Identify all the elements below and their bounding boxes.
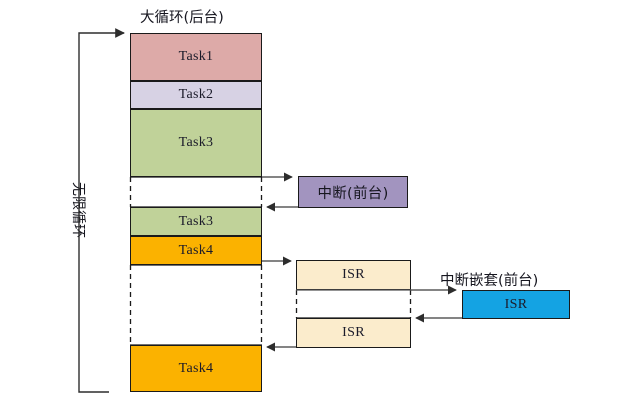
task-block-task3-first: Task3: [130, 109, 262, 177]
task-block-task2: Task2: [130, 81, 262, 109]
isr-block-1: ISR: [296, 260, 411, 290]
main-loop-title: 大循环(后台): [140, 10, 224, 26]
task-block-task1: Task1: [130, 33, 262, 81]
nested-isr-block: ISR: [462, 290, 570, 319]
dashed-guides-isr: [295, 289, 412, 319]
task-block-task3-second: Task3: [130, 207, 262, 236]
nested-interrupt-title: 中断嵌套(前台): [440, 273, 539, 289]
task-block-task4-second: Task4: [130, 345, 262, 392]
infinite-loop-label: 无限循环: [70, 182, 86, 238]
isr-block-2: ISR: [296, 318, 411, 348]
task-block-task4-first: Task4: [130, 236, 262, 265]
interrupt-block: 中断(前台): [298, 176, 408, 208]
